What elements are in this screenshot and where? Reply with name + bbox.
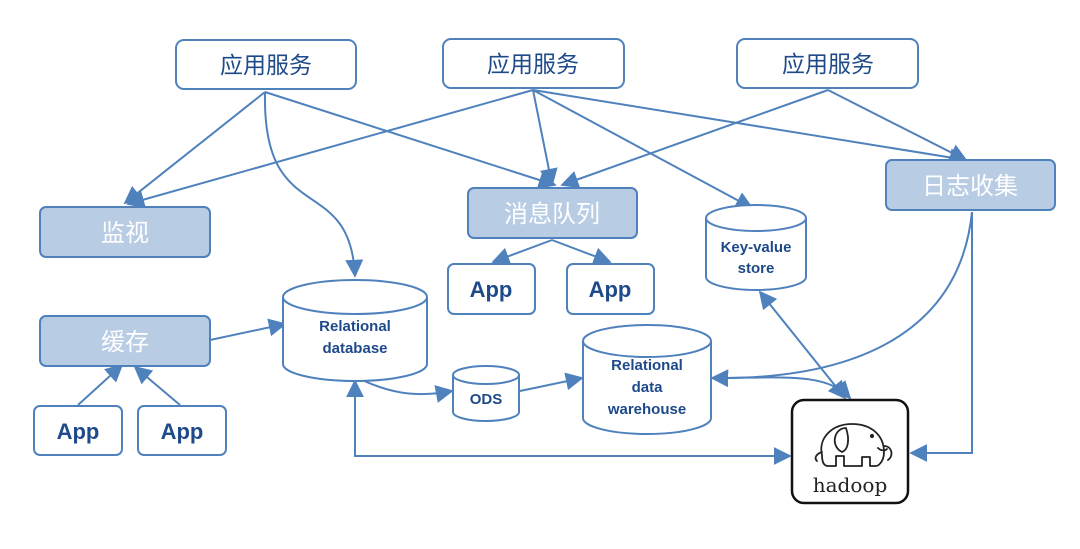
warehouse-label-line-1: Relational	[611, 357, 683, 374]
warehouse-label-line-2: data	[632, 379, 664, 396]
message-queue-box: 消息队列	[467, 187, 638, 239]
mq-app-box-1: App	[447, 263, 536, 315]
hadoop-elephant-icon	[814, 423, 893, 467]
warehouse-label-line-3: warehouse	[607, 401, 686, 418]
edge-service1-monitor	[123, 91, 266, 205]
mq-app-label-1: App	[470, 277, 513, 302]
hadoop-node: hadoop	[790, 398, 910, 505]
edge-service2-mq	[532, 89, 558, 187]
cache-app-label-1: App	[57, 419, 100, 444]
hadoop-label: hadoop	[813, 473, 888, 497]
cache-app-label-2: App	[161, 419, 204, 444]
edge-service2-monitor	[126, 89, 534, 209]
edge-warehouse-hadoop	[711, 376, 852, 400]
edge-database-hadoop	[346, 379, 792, 465]
edge-service1-mq	[264, 91, 557, 189]
service-box-2: 应用服务	[442, 38, 625, 89]
key-value-store-cylinder: Key-value store	[705, 204, 807, 291]
service-label-1: 应用服务	[220, 53, 312, 79]
key-value-label-line-1: Key-value	[721, 239, 792, 256]
edge-database-ods	[361, 379, 454, 403]
edge-app2-cache	[133, 365, 181, 406]
log-collect-box: 日志收集	[885, 159, 1056, 211]
edge-service3-mq	[560, 89, 829, 189]
service-box-3: 应用服务	[736, 38, 919, 89]
relational-database-label-line-1: Relational	[319, 318, 391, 335]
edge-kv-hadoop	[758, 290, 847, 400]
cache-box: 缓存	[39, 315, 211, 367]
edge-mq-app1	[491, 239, 553, 265]
service-label-2: 应用服务	[487, 52, 579, 78]
mq-app-label-2: App	[589, 277, 632, 302]
edge-service1-database	[263, 91, 364, 278]
edge-log-hadoop	[909, 212, 973, 462]
service-box-1: 应用服务	[175, 39, 357, 90]
mq-app-box-2: App	[566, 263, 655, 315]
cache-app-box-2: App	[137, 405, 227, 456]
edge-mq-app2	[551, 239, 612, 265]
edge-log-warehouse	[710, 211, 973, 388]
service-label-3: 应用服务	[782, 52, 874, 78]
edge-service2-log	[532, 89, 968, 167]
edges	[77, 89, 973, 465]
message-queue-label: 消息队列	[504, 200, 600, 228]
log-collect-label: 日志收集	[922, 172, 1018, 200]
relational-database-label-line-2: database	[322, 340, 387, 357]
edge-service3-log	[827, 89, 968, 161]
monitor-box: 监视	[39, 206, 211, 258]
monitor-label: 监视	[101, 219, 149, 247]
cache-app-box-1: App	[33, 405, 123, 456]
cache-label: 缓存	[101, 328, 149, 356]
relational-database-cylinder: Relational database	[282, 279, 428, 382]
ods-label: ODS	[470, 391, 503, 408]
edge-cache-database	[209, 318, 287, 341]
edge-app1-cache	[77, 363, 124, 406]
ods-cylinder: ODS	[452, 365, 520, 422]
key-value-label-line-2: store	[738, 260, 775, 277]
edge-service2-kv	[532, 89, 754, 209]
edge-ods-warehouse	[519, 372, 584, 392]
relational-warehouse-cylinder: Relational data warehouse	[582, 324, 712, 435]
